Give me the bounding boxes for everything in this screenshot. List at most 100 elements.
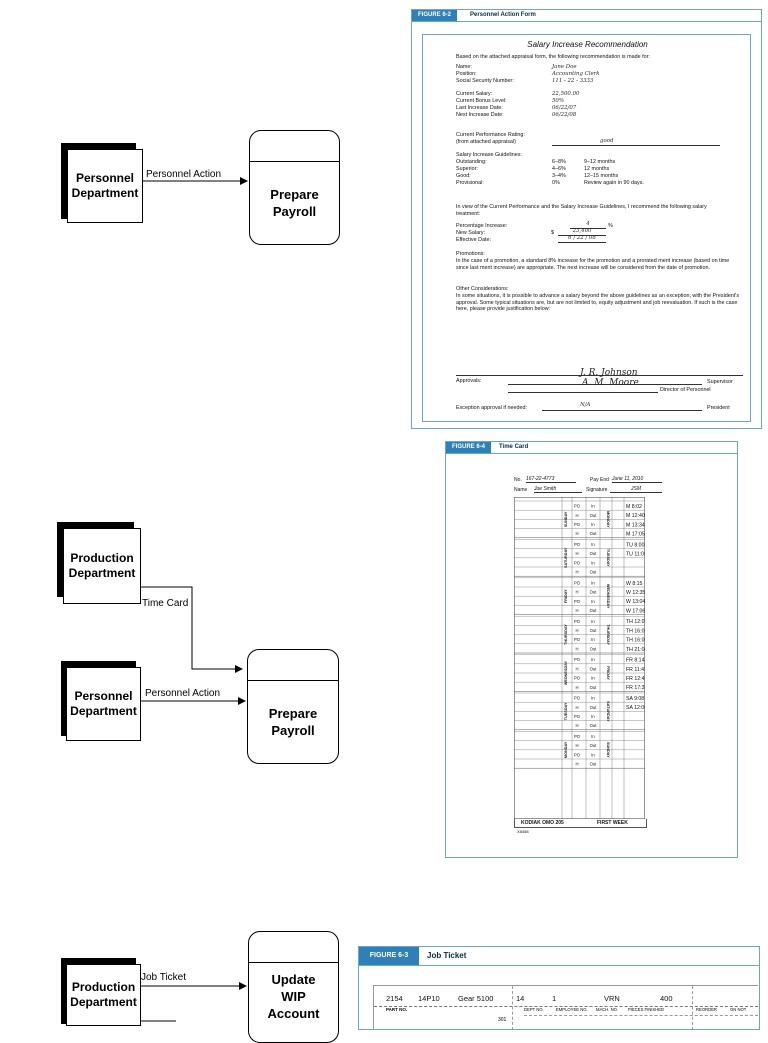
grid-cell-code: H <box>575 743 578 748</box>
promotions-text: In the case of a promotion, a standard 8… <box>456 258 730 271</box>
current-salary-value: 22,500.00 <box>552 91 580 97</box>
salary-label: New Salary: <box>456 230 486 236</box>
process-label: Prepare Payroll <box>268 706 318 738</box>
no-value: 167-22-4773 <box>526 476 576 483</box>
position-label: Position: <box>456 71 477 77</box>
grid-cell-inout: In <box>591 542 595 547</box>
process-header <box>250 131 339 162</box>
grid-cell-code: H <box>575 685 578 690</box>
entity-label: Personnel Department <box>70 689 137 718</box>
next-increase-value: 06/22/08 <box>552 112 577 118</box>
ticket-sub-col: EMPLOYEE NO. <box>556 1007 588 1012</box>
sig2-line <box>508 392 658 393</box>
ticket-cell: 1 <box>552 994 557 1003</box>
figure-tag: FIGURE 6-4 <box>446 442 492 453</box>
grid-time-entry: SA 9:08 <box>626 696 644 702</box>
grid-cell-inout: Out <box>590 646 598 651</box>
ticket-cell: 400 <box>660 994 673 1003</box>
payend-label: Pay End <box>590 477 609 483</box>
process-header <box>249 932 338 963</box>
bonus-level-value: 50% <box>552 98 564 104</box>
figure-title-bar <box>446 442 737 454</box>
grid-cell-code: PO <box>574 619 581 624</box>
exception-value: N/A <box>580 402 591 408</box>
grid-cell-inout: In <box>591 580 595 585</box>
day-label-left: TUESDAY <box>564 702 568 720</box>
rating-line <box>552 145 720 146</box>
job-ticket-sheet: 2154 14P10 Gear 5100 14 1 VRN 400 PART N… <box>373 985 758 1030</box>
salary-value: 23,400 <box>558 228 606 236</box>
grid-cell-inout: In <box>591 734 595 739</box>
exception-line <box>542 410 702 411</box>
grid-cell-inout: Out <box>590 743 598 748</box>
rating-sub: (from attached appraisal) <box>456 139 516 145</box>
flow-label-time-card: Time Card <box>142 598 189 609</box>
process-prepare-payroll: Prepare Payroll <box>249 130 340 245</box>
salary-prefix: $ <box>551 230 554 236</box>
other-text: In some situations, it is possible to ad… <box>456 293 740 313</box>
grid-cell-inout: In <box>591 599 595 604</box>
rating-value: good <box>600 138 614 144</box>
eff-value: 6 / 22 / 08 <box>558 235 606 243</box>
grid-time-entry: FR 17:32 <box>626 685 645 691</box>
figure-title: Time Card <box>499 444 529 450</box>
exception-role: President <box>707 405 730 411</box>
guideline-grade: Superior: <box>456 166 478 172</box>
grid-cell-code: PO <box>574 560 581 565</box>
ticket-cell: VRN <box>604 994 620 1003</box>
grid-cell-code: PO <box>574 752 581 757</box>
grid-cell-inout: Out <box>590 531 598 536</box>
next-increase-label: Next Increase Date: <box>456 112 504 118</box>
grid-cell-code: PO <box>574 734 581 739</box>
grid-cell-code: PO <box>574 696 581 701</box>
grid-cell-code: H <box>575 513 578 518</box>
grid-border <box>514 497 645 819</box>
grid-time-entry: W 12:35 <box>626 590 645 596</box>
flow-label-personnel-action-2: Personnel Action <box>145 688 221 699</box>
rating-label: Current Performance Rating: <box>456 132 525 138</box>
footer-right: FIRST WEEK <box>597 820 628 826</box>
ticket-cell: 14P10 <box>418 994 440 1003</box>
ticket-sub-value: 301 <box>498 1017 507 1023</box>
grid-cell-inout: Out <box>590 513 598 518</box>
sig-value: JSM <box>610 486 662 493</box>
ticket-sub-col: ON NOT <box>730 1007 747 1012</box>
grid-cell-inout: In <box>591 560 595 565</box>
approvals-label: Approvals: <box>456 378 482 384</box>
grid-time-entry: W 8:15 <box>626 581 643 587</box>
ticket-sub-col: MACH. NO. <box>596 1007 619 1012</box>
figure-title: Personnel Action Form <box>470 12 536 18</box>
grid-cell-inout: Out <box>590 570 598 575</box>
figure-personnel-action-form: FIGURE 6-2 Personnel Action Form Salary … <box>411 9 762 429</box>
grid-time-entry: TH 21:08 <box>626 647 645 653</box>
entity-production-department: Production Department <box>63 528 141 604</box>
grid-cell-inout: Out <box>590 608 598 613</box>
grid-time-entry: M 8:02 <box>626 504 642 510</box>
entity-label: Personnel Department <box>71 171 139 200</box>
grid-time-entry: M 12:40 <box>626 513 645 519</box>
day-label-right: FRIDAY <box>606 666 610 680</box>
guideline-pct: 3–4% <box>552 173 566 179</box>
ticket-sub-col: DEPT NO. <box>524 1007 544 1012</box>
figure-title-bar <box>359 947 759 966</box>
name-label: Name: <box>456 64 472 70</box>
grid-cell-code: PO <box>574 676 581 681</box>
grid-cell-inout: In <box>591 637 595 642</box>
day-label-right: WEDNESDAY <box>606 584 610 609</box>
grid-cell-code: H <box>575 705 578 710</box>
flow-label-job-ticket: Job Ticket <box>141 972 187 983</box>
grid-cell-code: H <box>575 551 578 556</box>
ssn-value: 111 - 22 - 3333 <box>552 78 594 84</box>
day-label-right: THURSDAY <box>606 624 610 645</box>
ticket-cell: Gear 5100 <box>458 994 494 1003</box>
last-increase-label: Last Increase Date: <box>456 105 503 111</box>
sig2-role: Director of Personnel <box>660 387 711 393</box>
day-label-right: SATURDAY <box>606 701 610 722</box>
entity-personnel-department-2: Personnel Department <box>66 667 141 741</box>
grid-cell-inout: Out <box>590 590 598 595</box>
grid-time-entry: TH 12:07 <box>626 619 645 625</box>
name-value: Joe Smith <box>534 486 582 493</box>
grid-time-entry: FR 12:42 <box>626 676 645 682</box>
